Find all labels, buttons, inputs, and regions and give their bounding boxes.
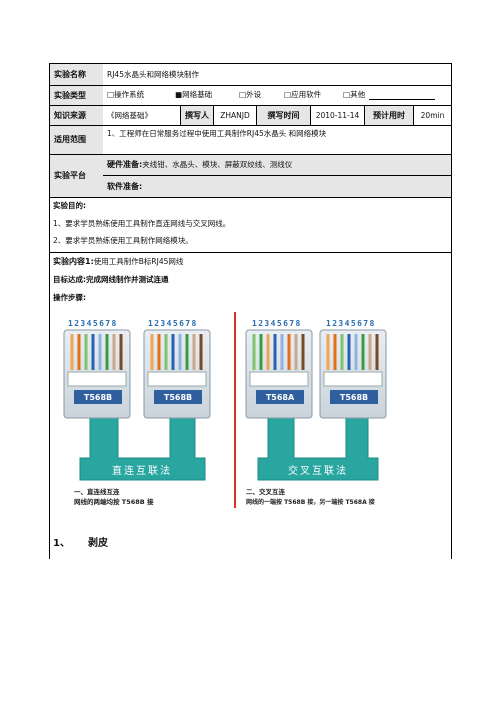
hardware-row: 硬件准备: 夹线钳、水晶头、模块、屏蔽双绞线、测线仪 (103, 155, 451, 175)
author-label: 撰写人 (181, 106, 213, 125)
type-option-os: □操作系统 (107, 90, 145, 99)
form-table (49, 63, 452, 559)
target-line: 目标达成:完成网线制作并测试连通 (53, 275, 169, 285)
pins-label-3: 12345678 (252, 319, 302, 328)
cross-caption-2: 网线的一端按 T568B 接，另一端按 T568A 接 (246, 498, 375, 506)
software-label: 软件准备: (103, 176, 451, 197)
name-label: 实验名称 (50, 64, 103, 85)
cross-cable (257, 415, 379, 481)
cross-caption-1: 二、交叉互连 (246, 487, 286, 496)
type-options: □操作系统 ■网络基础 □外设 □应用软件 □其他 (103, 86, 451, 105)
straight-cable-label: 直连互联法 (112, 464, 172, 477)
goal-item-2: 2、要求学员熟练使用工具制作网络模块。 (53, 236, 193, 245)
type-label: 实验类型 (50, 86, 103, 105)
hardware-value: 夹线钳、水晶头、模块、屏蔽双绞线、测线仪 (142, 160, 293, 169)
plug-label-2: T568B (164, 393, 192, 402)
goals-heading: 实验目的: (53, 201, 86, 210)
plug-cross-right: T568B (319, 329, 387, 419)
plug-straight-right: T568B (143, 329, 211, 419)
step-title: 剥皮 (88, 538, 108, 549)
straight-caption-1: 一、直连线互连 (74, 487, 120, 496)
step-number: 1、 (53, 538, 70, 549)
name-value: RJ45水晶头和网络模块制作 (107, 69, 199, 79)
source-label: 知识来源 (50, 106, 103, 125)
scope-value: 1、工程师在日常服务过程中使用工具制作RJ45水晶头 和网络模块 (107, 129, 327, 138)
target-value: 完成网线制作并测试连通 (86, 275, 169, 284)
source-value: 《网络基础》 (107, 110, 152, 120)
cross-cable-label: 交叉互联法 (288, 464, 348, 477)
straight-cable (79, 415, 206, 481)
pins-label-1: 12345678 (68, 319, 118, 328)
type-option-peripheral: □外设 (239, 90, 262, 99)
hardware-label: 硬件准备: (107, 160, 143, 169)
plug-label-3: T568A (266, 393, 295, 402)
type-option-other: □其他 (343, 90, 366, 99)
plug-label-4: T568B (340, 393, 368, 402)
type-option-app: □应用软件 (284, 90, 322, 99)
straight-caption-2: 网线的两端均按 T568B 接 (74, 497, 154, 506)
content-label: 实验内容1: (53, 257, 94, 266)
type-option-network: ■网络基础 (175, 90, 213, 99)
date-label: 撰写时间 (257, 106, 310, 125)
time-label: 预计用时 (365, 106, 413, 125)
plug-cross-left: T568A (245, 329, 313, 419)
time-value: 20min (420, 110, 445, 120)
plug-label-1: T568B (84, 393, 112, 402)
other-underline (369, 99, 435, 100)
author-value: ZHANJD (220, 110, 250, 120)
goal-item-1: 1、要求学员熟练使用工具制作直连网线与交叉网线。 (53, 219, 231, 228)
wiring-diagram: 12345678 12345678 12345678 12345678 直连互联… (63, 312, 387, 508)
content-value: 使用工具制作B标RJ45网线 (93, 257, 184, 266)
pins-label-4: 12345678 (326, 319, 376, 328)
plug-straight-left: T568B (63, 329, 131, 419)
target-label: 目标达成: (53, 275, 86, 284)
platform-label: 实验平台 (50, 155, 103, 197)
steps-label: 操作步骤: (53, 293, 86, 302)
content-line: 实验内容1:使用工具制作B标RJ45网线 (53, 257, 183, 267)
scope-label: 适用范围 (50, 126, 103, 154)
pins-label-2: 12345678 (148, 319, 198, 328)
date-value: 2010-11-14 (315, 110, 360, 120)
